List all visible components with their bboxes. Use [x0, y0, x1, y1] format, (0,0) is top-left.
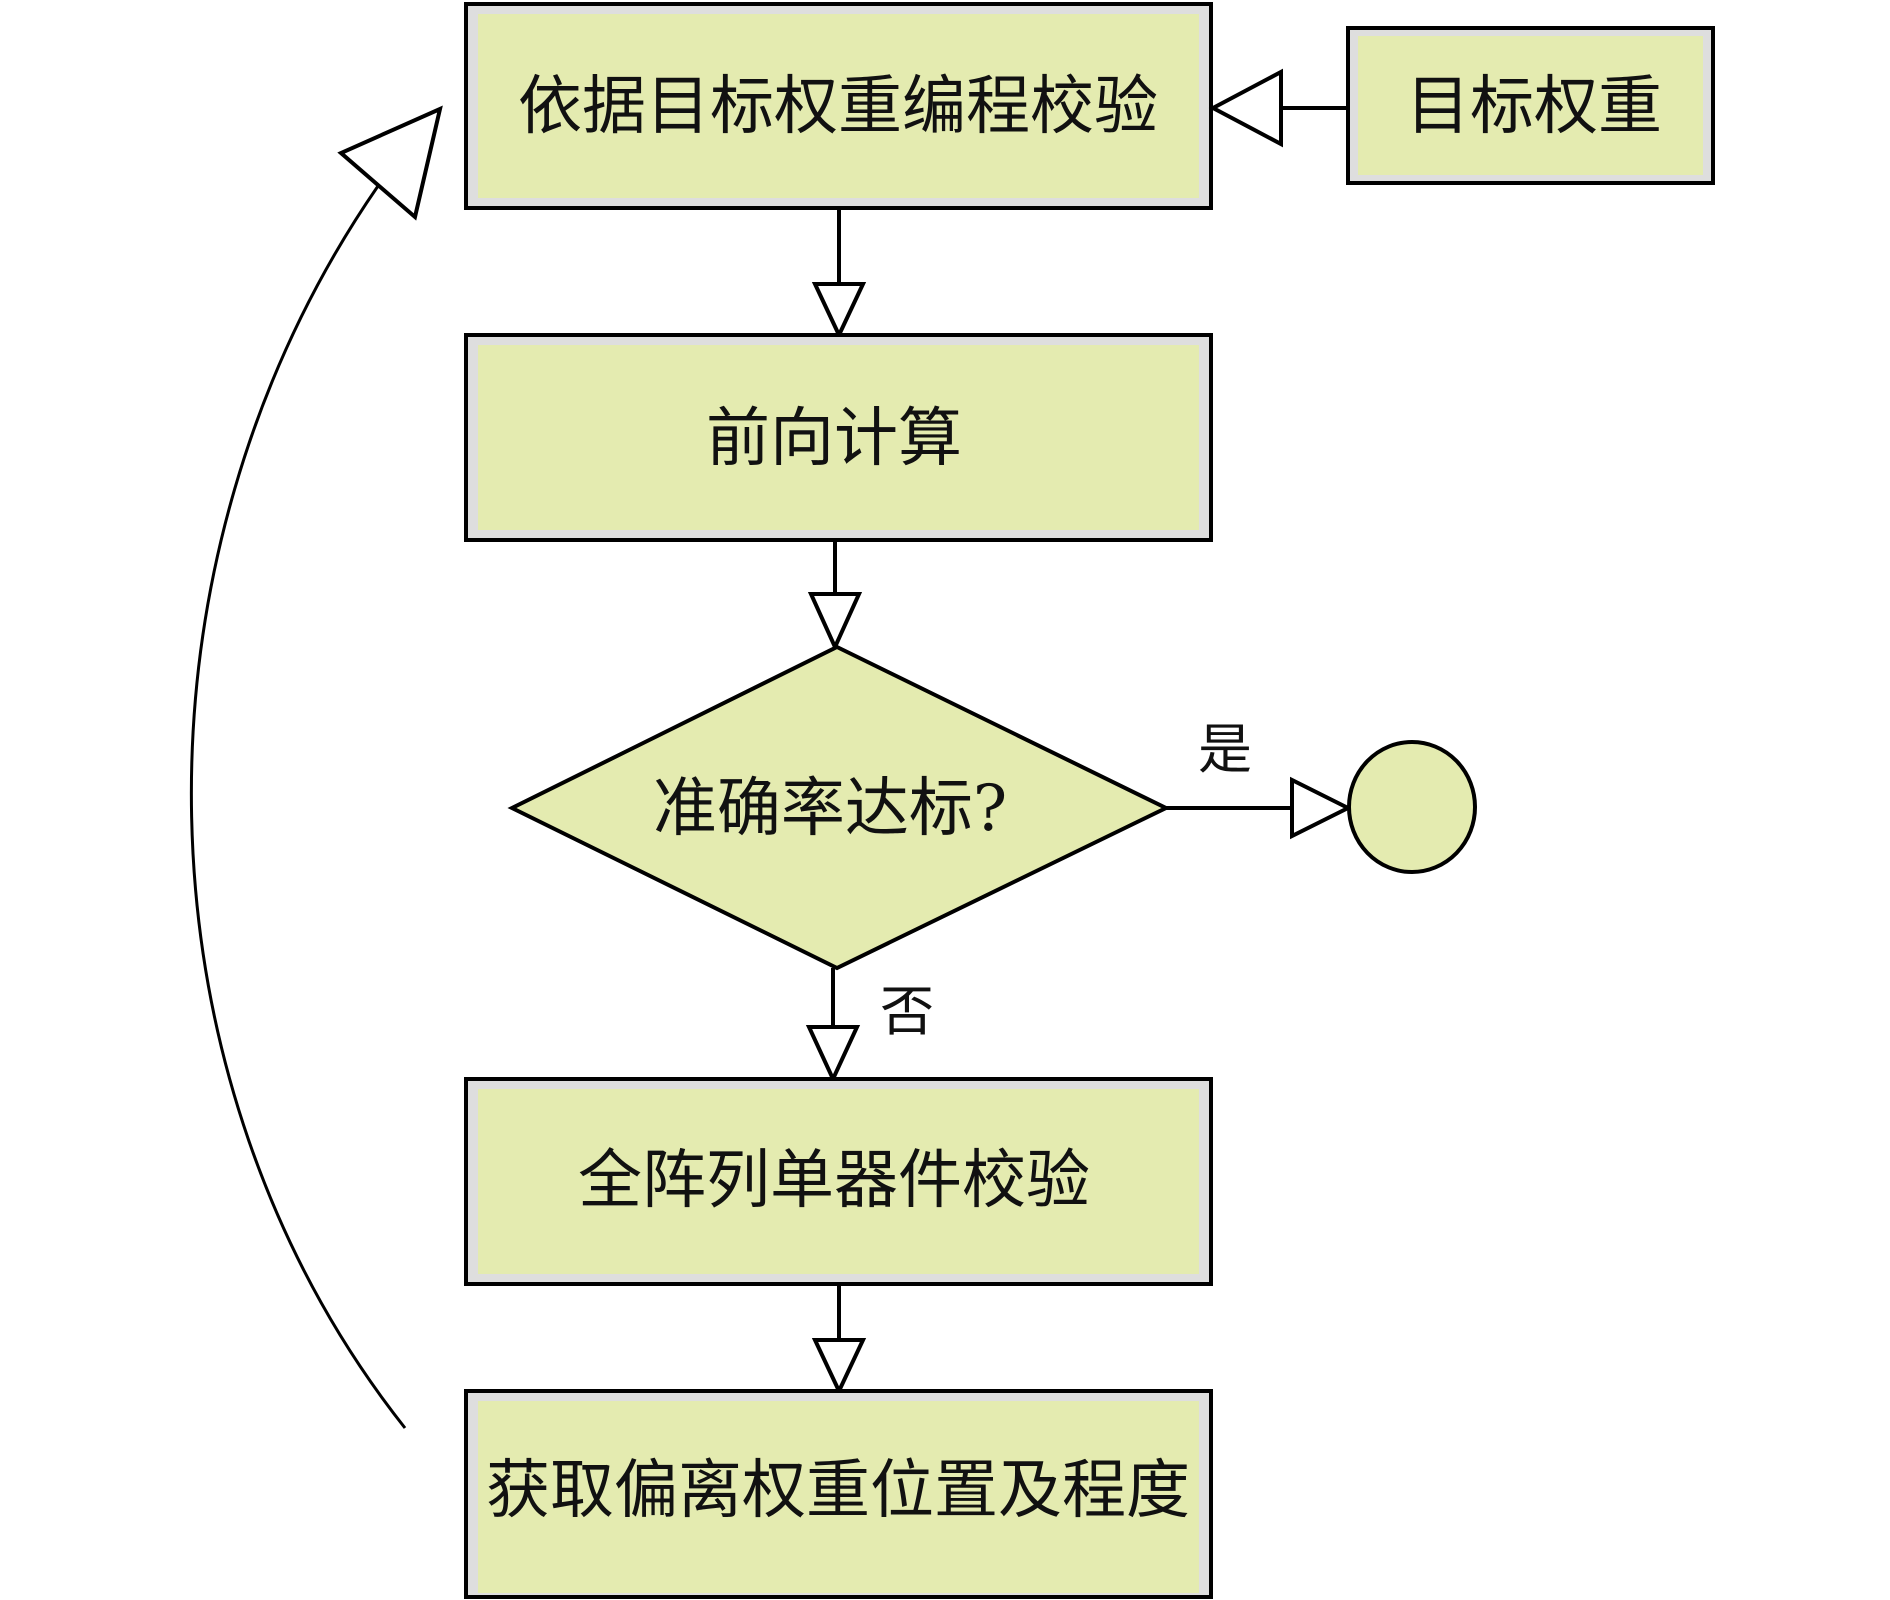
arrowhead-left-icon — [1208, 68, 1283, 148]
node-array-verify-label: 全阵列单器件校验 — [578, 1144, 1090, 1218]
node-accuracy-check[interactable]: 准确率达标? — [507, 644, 1171, 971]
node-array-verify[interactable]: 全阵列单器件校验 — [464, 1077, 1213, 1286]
node-forward-compute-label: 前向计算 — [706, 402, 962, 476]
arrowhead-down-icon — [811, 282, 867, 340]
node-encode-verify[interactable]: 依据目标权重编程校验 — [464, 2, 1213, 210]
arrowhead-down-icon — [807, 592, 863, 652]
node-target-weights-label: 目标权重 — [1406, 70, 1662, 144]
yes-label: 是 — [1198, 718, 1252, 781]
node-target-weights[interactable]: 目标权重 — [1346, 26, 1715, 185]
node-forward-compute[interactable]: 前向计算 — [464, 333, 1213, 542]
loop-back-arc — [189, 185, 407, 1429]
node-accuracy-check-label: 准确率达标? — [653, 772, 1007, 846]
node-encode-verify-label: 依据目标权重编程校验 — [518, 70, 1158, 144]
arrowhead-down-icon — [811, 1338, 867, 1396]
node-end[interactable] — [1347, 740, 1477, 874]
no-label: 否 — [880, 980, 934, 1043]
arrowhead-down-icon — [805, 1025, 861, 1084]
arrowhead-right-icon — [1290, 776, 1353, 840]
node-get-deviation[interactable]: 获取偏离权重位置及程度 — [464, 1389, 1213, 1599]
loop-arrowhead-icon — [337, 105, 443, 221]
node-get-deviation-label: 获取偏离权重位置及程度 — [486, 1454, 1190, 1528]
